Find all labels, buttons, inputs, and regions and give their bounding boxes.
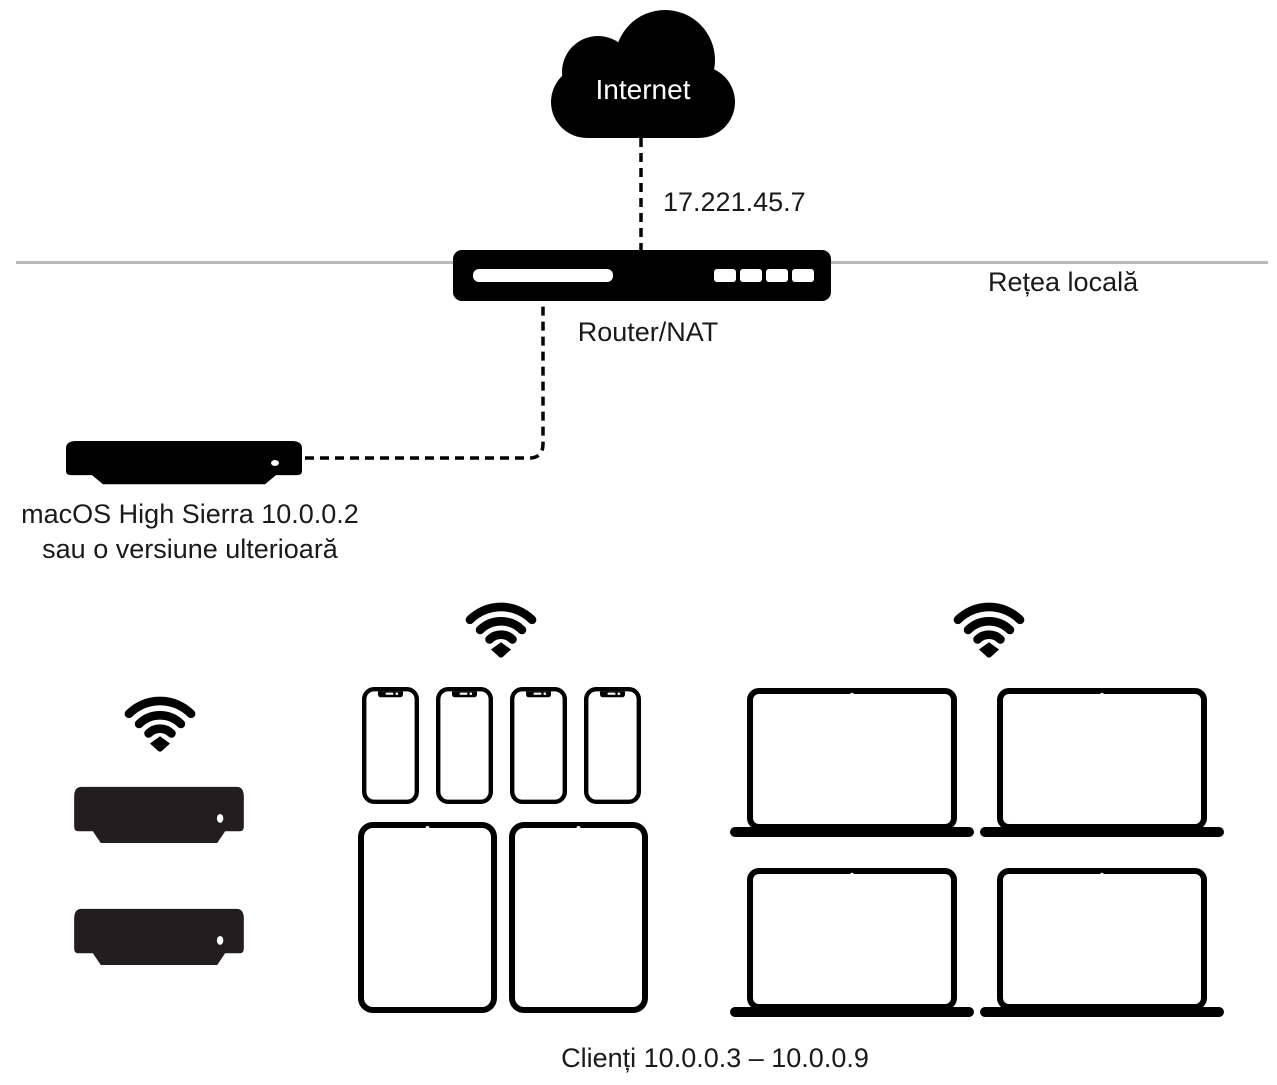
power-led (271, 459, 279, 467)
camera-dot (1099, 872, 1105, 878)
router-port-icon (714, 269, 736, 282)
ipad-icon (358, 822, 497, 1013)
internet-label: Internet (595, 74, 691, 105)
laptop-base (730, 1007, 974, 1017)
router-port-icon (740, 269, 762, 282)
server-label: macOS High Sierra 10.0.0.2 sau o versiun… (0, 497, 380, 567)
mac-mini-client-icon (74, 786, 244, 844)
laptop-base (730, 827, 974, 837)
mac-mini-server-icon (66, 441, 302, 485)
mac-mini-client-icon (74, 908, 244, 966)
iphone-icon (436, 687, 493, 804)
iphone-icon (362, 687, 419, 804)
router-port-icon (766, 269, 788, 282)
router-device-icon (453, 250, 831, 301)
server-label-line1: macOS High Sierra 10.0.0.2 (21, 499, 359, 529)
public-ip-label: 17.221.45.7 (663, 187, 806, 217)
wifi-icon (465, 602, 537, 658)
camera-dot (849, 692, 855, 698)
router-vent-slot (473, 269, 613, 282)
camera-dot (849, 872, 855, 878)
camera-dot (425, 826, 430, 830)
local-network-label: Rețea locală (988, 267, 1139, 297)
ipad-icon (509, 822, 648, 1013)
macbook-icon (980, 868, 1224, 1017)
server-label-line2: sau o versiune ulterioară (42, 534, 338, 564)
wifi-icon (953, 602, 1025, 658)
camera-dot (576, 826, 581, 830)
server-dashed-link (305, 301, 545, 460)
power-led (216, 935, 224, 945)
laptop-base (980, 1007, 1224, 1017)
macbook-icon (730, 868, 974, 1017)
iphone-icon (510, 687, 567, 804)
macbook-icon (730, 688, 974, 837)
macbook-icon (980, 688, 1224, 837)
camera-dot (1099, 692, 1105, 698)
clients-label: Clienți 10.0.0.3 – 10.0.0.9 (561, 1043, 869, 1073)
internet-cloud-icon (551, 10, 735, 138)
router-port-icon (792, 269, 814, 282)
iphone-icon (584, 687, 641, 804)
router-label: Router/NAT (577, 317, 719, 347)
wifi-icon (124, 696, 196, 752)
laptop-base (980, 827, 1224, 837)
power-led (216, 813, 224, 823)
wan-dashed-link (639, 138, 643, 252)
